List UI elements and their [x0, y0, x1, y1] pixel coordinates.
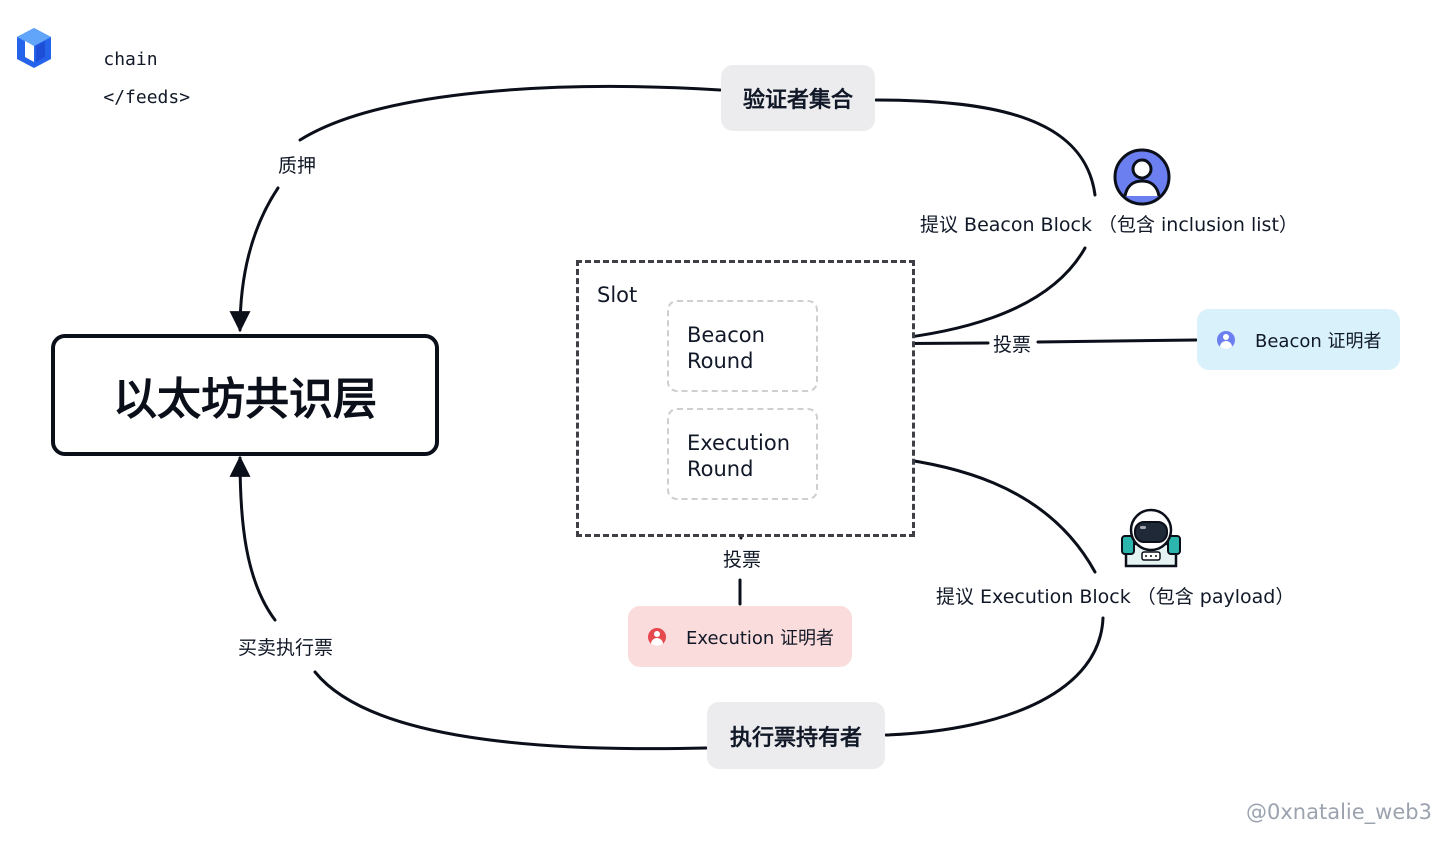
execution-attester-user-icon: [648, 627, 666, 646]
beacon-attester: Beacon 证明者: [1197, 309, 1400, 370]
ticket-holders-label: 执行票持有者: [729, 725, 862, 751]
logo: chain </feeds>: [14, 26, 190, 107]
beacon-round-line1: Beacon: [687, 323, 765, 347]
edge-propose-beacon-upper: [874, 98, 1097, 197]
edge-label-propose-execution: 提议 Execution Block （包含 payload）: [934, 582, 1297, 609]
edge-label-vote-execution: 投票: [721, 545, 764, 572]
execution-round-line2: Round: [687, 457, 754, 481]
logo-line1: chain: [103, 49, 158, 70]
slot-label: Slot: [597, 283, 638, 307]
chainfeeds-cube-icon: [17, 28, 51, 68]
execution-attester-label: Execution 证明者: [686, 627, 835, 649]
edge-vote-beacon-right: [1036, 338, 1198, 344]
edge-label-trade-tickets: 买卖执行票: [236, 633, 336, 660]
edge-trade-upper: [229, 455, 277, 622]
edge-label-vote-beacon: 投票: [991, 330, 1034, 357]
execution-round-line1: Execution: [687, 431, 791, 455]
user-avatar-icon: [1112, 147, 1172, 207]
edge-trade-lower: [313, 670, 708, 751]
beacon-round-line2: Round: [687, 349, 754, 373]
ticket-holders-node: 执行票持有者: [707, 702, 885, 769]
watermark: @0xnatalie_web3: [1246, 800, 1432, 824]
beacon-attester-label: Beacon 证明者: [1255, 330, 1382, 352]
edge-staking-lower: [229, 186, 280, 333]
edge-propose-exec-lower: [884, 616, 1105, 737]
execution-attester: Execution 证明者: [628, 606, 852, 667]
edge-staking-upper: [298, 85, 722, 142]
beacon-round-box: Beacon Round: [667, 300, 818, 392]
validator-set-node: 验证者集合: [721, 65, 875, 131]
astronaut-avatar-icon: [1118, 506, 1184, 568]
beacon-attester-user-icon: [1217, 330, 1235, 349]
edge-label-staking: 质押: [276, 151, 319, 178]
consensus-layer-node: 以太坊共识层: [51, 334, 439, 456]
edge-label-propose-beacon: 提议 Beacon Block （包含 inclusion list）: [918, 210, 1300, 237]
consensus-layer-label: 以太坊共识层: [113, 374, 377, 425]
validator-set-label: 验证者集合: [742, 88, 853, 113]
logo-line2: </feeds>: [103, 87, 191, 108]
execution-round-box: Execution Round: [667, 408, 818, 500]
